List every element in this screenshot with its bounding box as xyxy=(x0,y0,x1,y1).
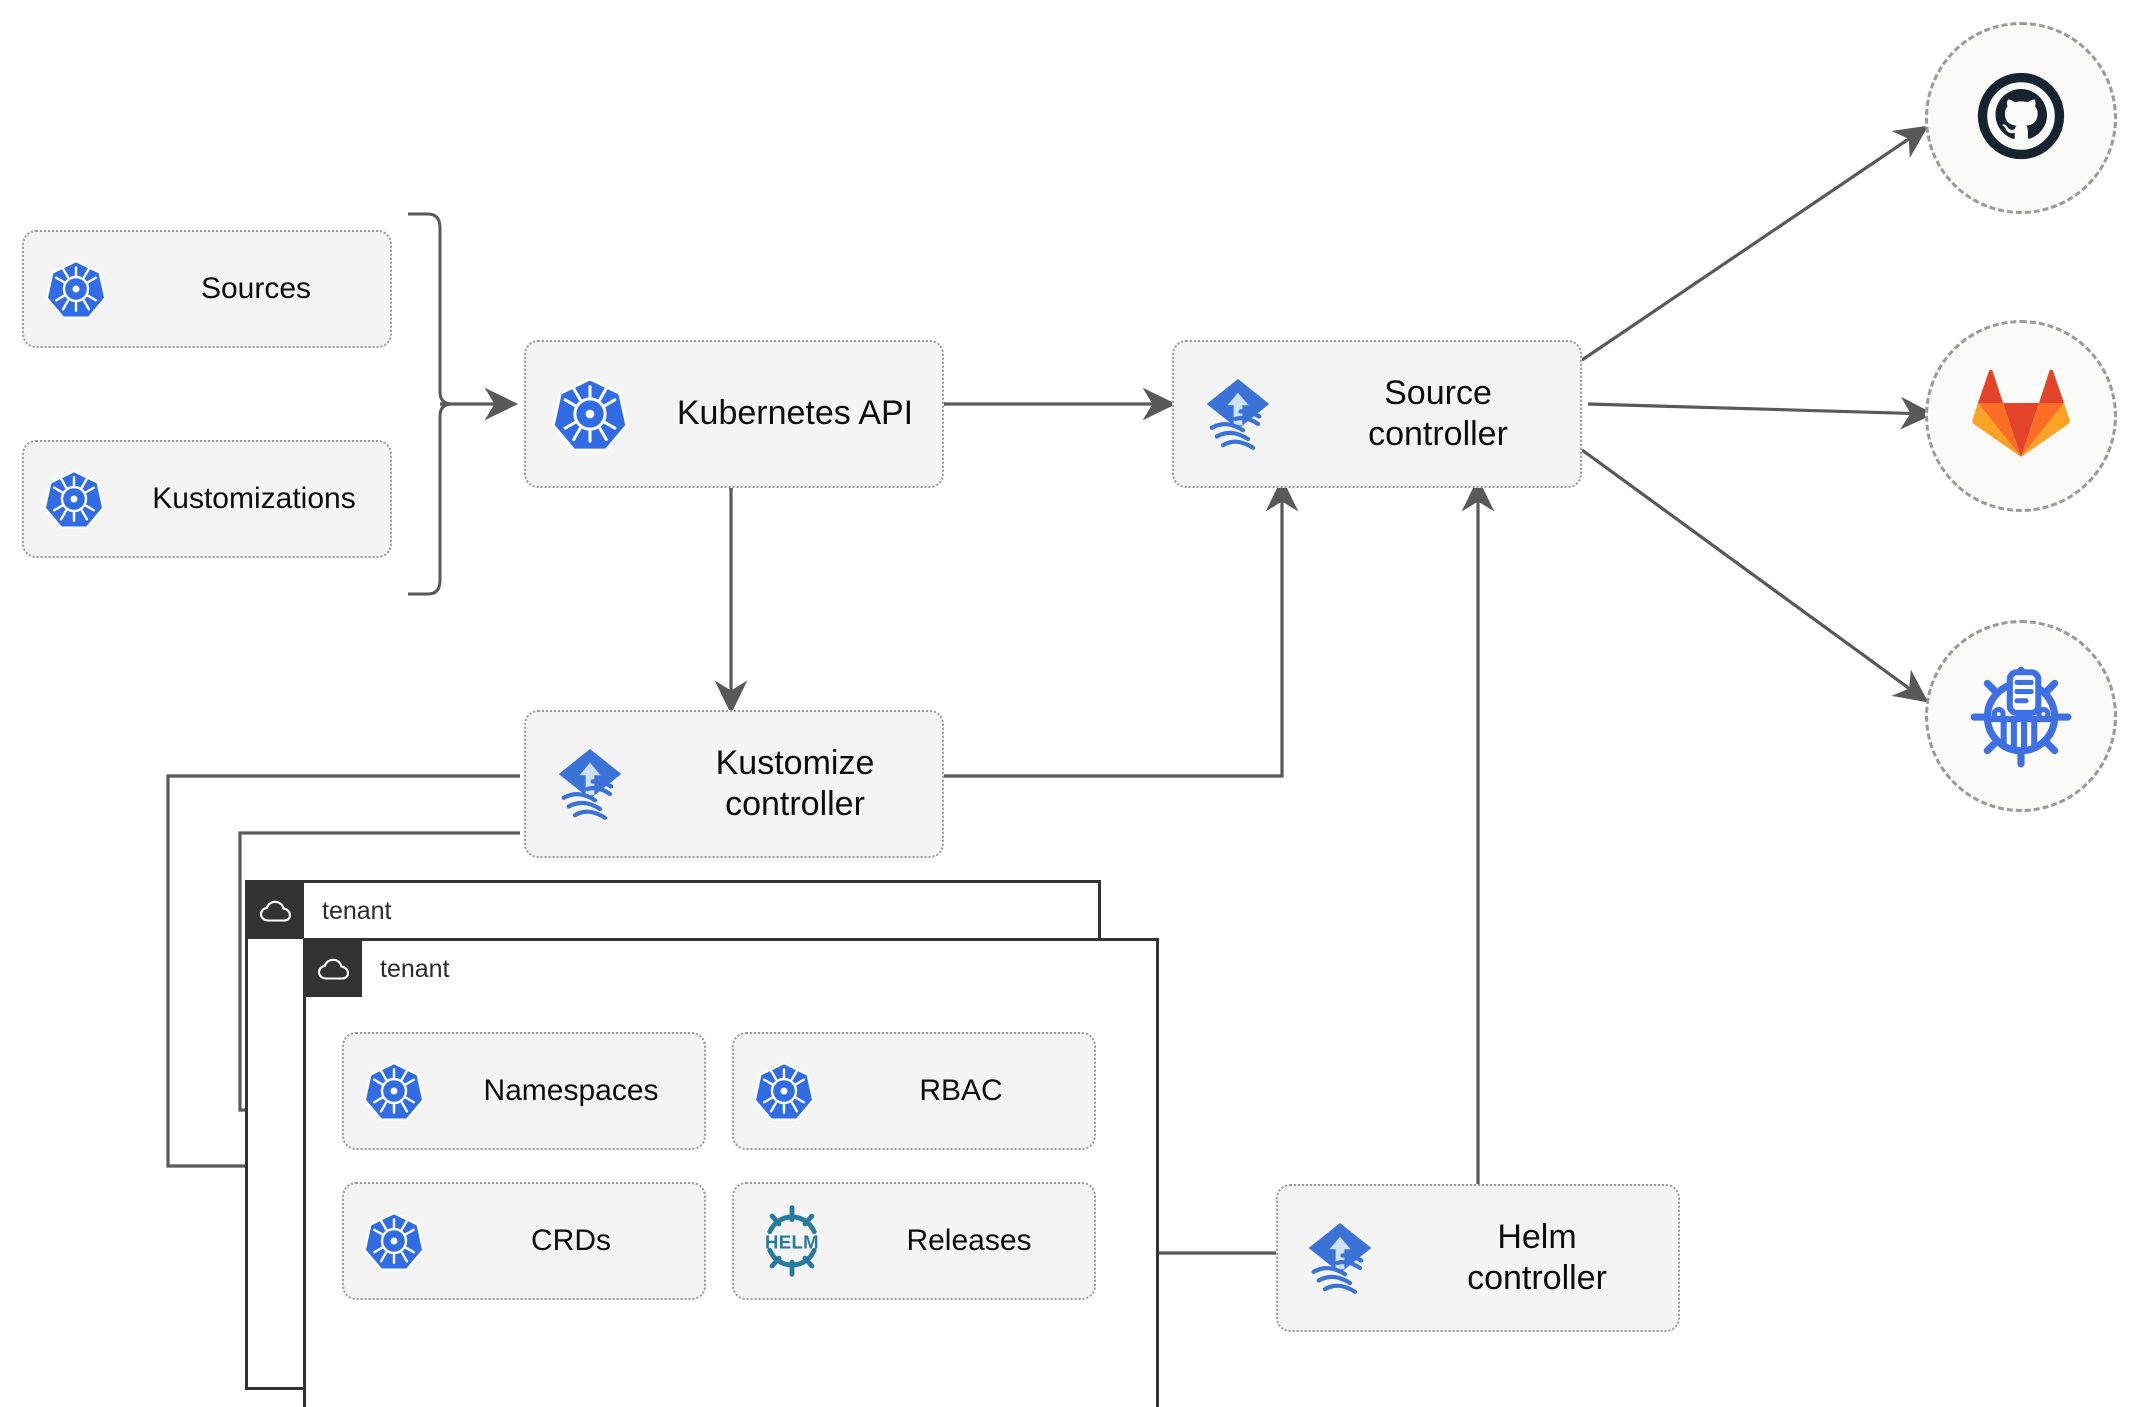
node-namespaces[interactable]: Namespaces xyxy=(342,1032,706,1150)
node-label-kustomizations: Kustomizations xyxy=(152,481,356,515)
cloud-icon xyxy=(248,883,304,939)
helm-repository-icon xyxy=(1965,658,2077,775)
kubernetes-icon xyxy=(24,258,128,320)
tenant-label-front: tenant xyxy=(380,954,450,983)
node-kustomizations[interactable]: Kustomizations xyxy=(22,440,392,558)
kubernetes-icon xyxy=(344,1060,444,1122)
node-label-sources: Sources xyxy=(200,271,312,305)
kubernetes-icon xyxy=(344,1210,444,1272)
node-source-controller[interactable]: Source controller xyxy=(1172,340,1582,488)
flux-icon xyxy=(1174,374,1302,454)
edge-bracket-custom-resources xyxy=(408,212,453,596)
helm-icon: HELM xyxy=(734,1204,850,1278)
node-kustomize-controller[interactable]: Kustomize controller xyxy=(524,710,944,858)
tenant-header-back: tenant xyxy=(248,883,392,939)
kubernetes-icon xyxy=(24,468,124,530)
gitlab-icon xyxy=(1971,367,2071,466)
node-label-crds: CRDs xyxy=(531,1223,611,1257)
tenant-label-back: tenant xyxy=(322,896,392,925)
github-icon xyxy=(1969,64,2073,173)
node-label-kubernetes-api: Kubernetes API xyxy=(676,394,914,433)
node-label-kustomize-controller: Kustomize controller xyxy=(715,743,875,823)
cloud-icon xyxy=(306,941,362,997)
kubernetes-icon xyxy=(734,1060,834,1122)
tenant-header-front: tenant xyxy=(306,941,450,997)
node-label-source-controller: Source controller xyxy=(1368,373,1508,453)
node-rbac[interactable]: RBAC xyxy=(732,1032,1096,1150)
provider-helm-repository[interactable] xyxy=(1925,620,2117,812)
node-label-helm-controller: Helm controller xyxy=(1467,1217,1607,1297)
node-kubernetes-api[interactable]: Kubernetes API xyxy=(524,340,944,488)
edge-source-controller-to-gitlab xyxy=(1587,396,1935,430)
node-label-releases: Releases xyxy=(906,1223,1032,1257)
node-label-rbac: RBAC xyxy=(919,1073,1003,1107)
provider-github[interactable] xyxy=(1925,22,2117,214)
kubernetes-icon xyxy=(526,375,654,453)
provider-gitlab[interactable] xyxy=(1925,320,2117,512)
node-crds[interactable]: CRDs xyxy=(342,1182,706,1300)
node-sources[interactable]: Sources xyxy=(22,230,392,348)
node-releases[interactable]: HELM Releases xyxy=(732,1182,1096,1300)
edge-source-controller-to-helm-repository xyxy=(1581,448,1929,703)
node-helm-controller[interactable]: Helm controller xyxy=(1276,1184,1680,1332)
svg-text:HELM: HELM xyxy=(765,1231,819,1252)
flux-icon xyxy=(1278,1218,1402,1298)
edge-source-controller-to-github xyxy=(1581,125,1929,362)
tenant-frame-front[interactable]: tenant xyxy=(303,938,1159,1407)
flux-icon xyxy=(526,744,654,824)
node-label-namespaces: Namespaces xyxy=(483,1073,659,1107)
edge-kustomize-controller-to-source-controller xyxy=(944,477,1299,778)
